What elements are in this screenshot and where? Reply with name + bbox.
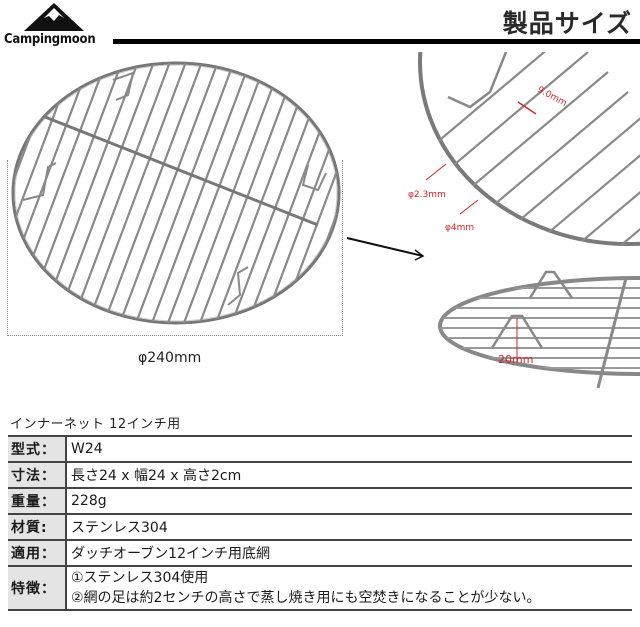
- spec-row-model: 型式： W24: [8, 435, 632, 463]
- spec-value: W24: [66, 435, 632, 463]
- diameter-label: φ240mm: [138, 350, 202, 366]
- rack-feet-detail-image: [438, 270, 640, 389]
- spec-row-weight: 重量： 228g: [8, 487, 632, 515]
- spec-row-features: 特徴： ①ステンレス304使用 ②網の足は約2センチの高さで蒸し焼き用にも空焚き…: [8, 565, 632, 611]
- rack-edge-detail-image: [418, 52, 640, 246]
- arrow-right-icon: [346, 237, 425, 261]
- spec-value: ステンレス304: [66, 513, 632, 541]
- rim-diameter-label: φ4mm: [445, 223, 475, 233]
- feature-line: ①ステンレス304使用: [71, 570, 209, 586]
- spec-caption: インナーネット 12インチ用: [10, 417, 181, 432]
- spec-table: 型式： W24 寸法： 長さ24 x 幅24 x 高さ2cm 重量： 228g …: [8, 435, 632, 611]
- spec-row-application: 適用： ダッチオーブン12インチ用底網: [8, 539, 632, 567]
- spec-label: 型式：: [8, 435, 67, 463]
- spec-value: 長さ24 x 幅24 x 高さ2cm: [66, 461, 632, 489]
- spec-label: 適用：: [8, 539, 67, 567]
- spec-value: ダッチオーブン12インチ用底網: [66, 539, 632, 567]
- spec-row-dimensions: 寸法： 長さ24 x 幅24 x 高さ2cm: [8, 461, 632, 489]
- feature-line: ②網の足は約2センチの高さで蒸し焼き用にも空焚きになることが少ない。: [71, 590, 541, 606]
- spec-label: 重量：: [8, 487, 67, 515]
- foot-height-label: 20mm: [498, 353, 534, 366]
- mountain-logo-icon: [24, 3, 84, 31]
- spec-value: 228g: [66, 487, 632, 515]
- spec-value: ①ステンレス304使用 ②網の足は約2センチの高さで蒸し焼き用にも空焚きになるこ…: [66, 565, 632, 611]
- spec-row-material: 材質: ステンレス304: [8, 513, 632, 541]
- header-divider: [113, 39, 640, 44]
- dimension-guide: [7, 160, 343, 336]
- spec-label: 寸法：: [8, 461, 67, 489]
- grill-rack-image: [11, 61, 341, 325]
- wire-diameter-label: φ2.3mm: [408, 190, 446, 200]
- spec-label: 特徴：: [8, 565, 67, 611]
- spec-label: 材質:: [8, 513, 67, 541]
- brand-name: Campingmoon: [4, 32, 96, 47]
- page-title: 製品サイズ: [502, 9, 632, 38]
- brand-logo: Campingmoon: [4, 2, 114, 48]
